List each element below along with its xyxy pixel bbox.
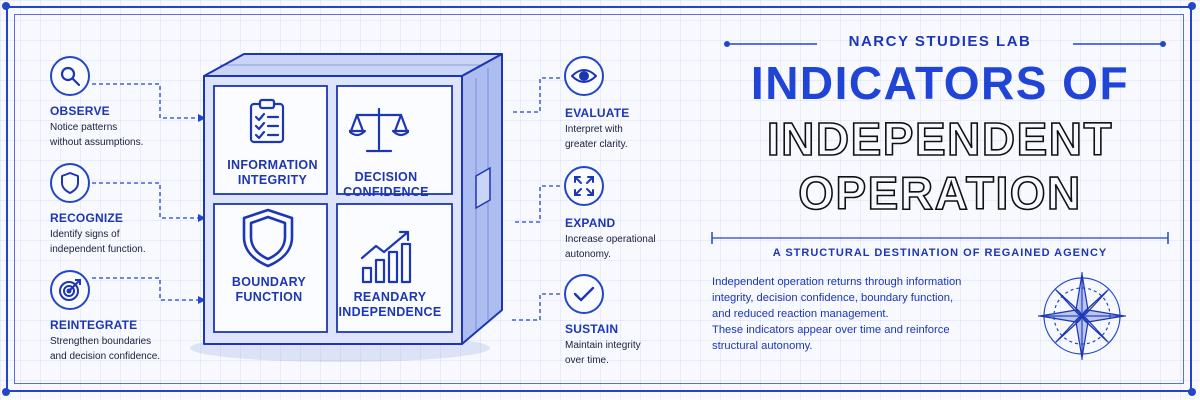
shield-icon <box>50 163 90 203</box>
panel-label-boundary-function: BOUNDARY FUNCTION <box>210 275 328 305</box>
clipboard-checklist-icon <box>249 98 285 144</box>
connector-evaluate <box>512 77 560 113</box>
step-title: RECOGNIZE <box>50 211 124 225</box>
panel-label-line: DECISION <box>354 170 418 184</box>
step-description-line: Identify signs of <box>50 229 120 240</box>
balance-scale-icon <box>349 107 409 153</box>
page-title-line1: INDICATORS OF <box>750 57 1130 109</box>
panel-label-line: CONFIDENCE <box>343 185 429 199</box>
step-title: REINTEGRATE <box>50 318 138 332</box>
subtitle: A STRUCTURAL DESTINATION OF REGAINED AGE… <box>772 247 1108 259</box>
connector-recognize <box>92 182 198 219</box>
target-icon <box>50 270 90 310</box>
lab-title-rules <box>724 41 1166 47</box>
connector-reintegrate <box>92 277 198 301</box>
step-description-line: Interpret with <box>565 124 623 135</box>
step-description-line: greater clarity. <box>565 139 628 150</box>
step-description-line: without assumptions. <box>50 137 144 148</box>
shield-icon <box>242 208 294 268</box>
page-title-line3: OPERATION <box>797 166 1082 220</box>
panel-label-line: REANDARY <box>353 290 427 304</box>
expand-arrows-icon <box>564 166 604 206</box>
step-description-line: and decision confidence. <box>50 351 161 362</box>
step-title: OBSERVE <box>50 104 110 118</box>
step-description: Increase operational autonomy. <box>565 232 715 262</box>
corner-dot <box>2 2 10 10</box>
description-line: integrity, decision confidence, boundary… <box>712 292 954 304</box>
step-description-line: over time. <box>565 355 609 366</box>
panel-frame <box>336 85 453 195</box>
step-description-line: Strengthen boundaries <box>50 336 152 347</box>
panel-frame <box>336 203 453 333</box>
step-description-line: independent function. <box>50 244 146 255</box>
step-description-line: autonomy. <box>565 249 611 260</box>
connector-observe <box>92 83 198 119</box>
panel-label-line: INTEGRITY <box>237 173 308 187</box>
panel-label-reandary-independence: REANDARY INDEPENDENCE <box>330 290 450 320</box>
step-title: EVALUATE <box>565 106 630 120</box>
corner-dot <box>1188 388 1196 396</box>
step-description-line: Increase operational <box>565 234 656 245</box>
connector-expand <box>512 185 560 223</box>
description-paragraph: Independent operation returns through in… <box>712 274 1012 354</box>
connector-sustain <box>512 293 560 321</box>
description-line: Independent operation returns through in… <box>712 276 962 288</box>
step-description: Maintain integrity over time. <box>565 338 715 368</box>
panel-label-line: FUNCTION <box>235 290 303 304</box>
step-description: Interpret with greater clarity. <box>565 122 715 152</box>
step-description-line: Maintain integrity <box>565 340 641 351</box>
magnifier-icon <box>50 56 90 96</box>
corner-dot <box>2 388 10 396</box>
description-line: structural autonomy. <box>712 340 813 352</box>
checkmark-icon <box>564 274 604 314</box>
step-title: EXPAND <box>565 216 616 230</box>
panel-label-line: INDEPENDENCE <box>338 305 442 319</box>
crate-illustration <box>190 53 503 362</box>
step-title: SUSTAIN <box>565 322 619 336</box>
growth-chart-icon <box>360 230 412 284</box>
panel-label-decision-confidence: DECISION CONFIDENCE <box>327 170 445 200</box>
inner-frame <box>14 14 1184 384</box>
step-description: Identify signs of independent function. <box>50 227 200 257</box>
description-line: and reduced reaction management. <box>712 308 889 320</box>
panel-frame <box>213 203 328 333</box>
corner-dot <box>1188 2 1196 10</box>
panel-label-information-integrity: INFORMATION INTEGRITY <box>215 158 330 188</box>
outer-frame <box>6 6 1192 392</box>
crate-handle <box>475 166 491 210</box>
step-description-line: Notice patterns <box>50 122 118 133</box>
panel-label-line: INFORMATION <box>227 158 318 172</box>
page-title-line2: INDEPENDENT <box>766 112 1114 166</box>
step-description: Notice patterns without assumptions. <box>50 120 200 150</box>
eye-icon <box>564 56 604 96</box>
panel-label-line: BOUNDARY <box>231 275 307 289</box>
lab-name: NARCY STUDIES LAB <box>848 33 1032 50</box>
compass-rose-icon <box>1038 272 1126 360</box>
step-description: Strengthen boundaries and decision confi… <box>50 334 200 364</box>
subtitle-rule <box>711 232 1169 244</box>
description-line: These indicators appear over time and re… <box>712 324 950 336</box>
